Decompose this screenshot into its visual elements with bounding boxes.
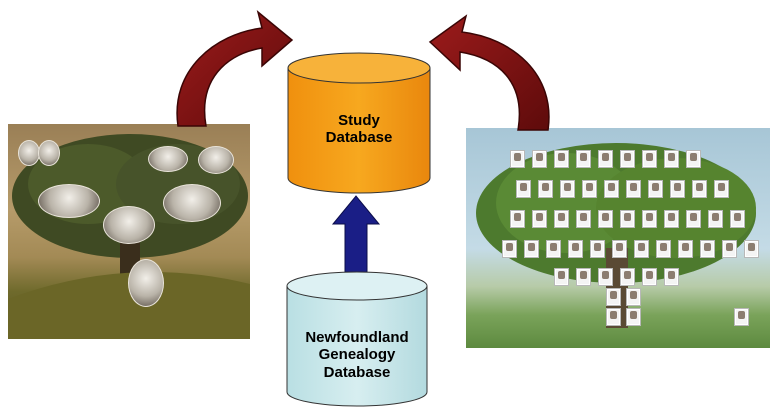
person-card	[700, 240, 715, 258]
up-arrow	[331, 195, 381, 273]
newfoundland-database-line2: Genealogy	[318, 346, 396, 364]
person-card	[714, 180, 729, 198]
person-card	[576, 268, 591, 286]
person-card	[546, 240, 561, 258]
study-database-line1: Study	[338, 112, 380, 129]
person-card	[576, 210, 591, 228]
person-card	[516, 180, 531, 198]
person-card	[598, 150, 613, 168]
person-card	[730, 210, 745, 228]
person-card	[502, 240, 517, 258]
person-card	[642, 210, 657, 228]
person-card	[538, 180, 553, 198]
person-card	[510, 150, 525, 168]
portrait	[38, 184, 100, 218]
tree-illustration-left	[8, 134, 250, 339]
study-database-label: Study Database	[300, 112, 418, 147]
person-card	[606, 308, 621, 326]
person-card	[664, 150, 679, 168]
person-card	[722, 240, 737, 258]
curved-arrow-left	[176, 9, 294, 127]
person-card	[626, 308, 641, 326]
person-card	[612, 240, 627, 258]
person-card	[642, 150, 657, 168]
person-card	[708, 210, 723, 228]
person-card	[648, 180, 663, 198]
person-card	[532, 150, 547, 168]
person-card	[568, 240, 583, 258]
person-card	[524, 240, 539, 258]
person-card	[560, 180, 575, 198]
newfoundland-database-cylinder	[286, 271, 428, 407]
person-card	[554, 210, 569, 228]
person-card	[620, 268, 635, 286]
study-database-line2: Database	[325, 129, 393, 147]
person-card	[642, 268, 657, 286]
person-card	[686, 150, 701, 168]
person-card	[656, 240, 671, 258]
portrait	[163, 184, 221, 222]
person-card	[664, 268, 679, 286]
person-card	[620, 210, 635, 228]
portrait	[38, 140, 60, 166]
person-card	[678, 240, 693, 258]
person-card	[670, 180, 685, 198]
newfoundland-database-line3: Database	[323, 363, 391, 381]
person-card	[576, 150, 591, 168]
person-card	[626, 288, 641, 306]
person-card	[554, 150, 569, 168]
person-card	[606, 288, 621, 306]
family-tree-photo-left	[8, 124, 250, 339]
person-card	[590, 240, 605, 258]
person-card	[692, 180, 707, 198]
person-card	[686, 210, 701, 228]
study-database-cylinder	[287, 52, 431, 194]
person-card	[532, 210, 547, 228]
person-card	[634, 240, 649, 258]
person-card	[744, 240, 759, 258]
newfoundland-database-line1: Newfoundland	[305, 329, 409, 346]
portrait	[148, 146, 188, 172]
person-card	[598, 268, 613, 286]
person-card	[626, 180, 641, 198]
person-card	[582, 180, 597, 198]
person-card	[554, 268, 569, 286]
person-card	[510, 210, 525, 228]
newfoundland-database-label: Newfoundland Genealogy Database	[290, 329, 424, 381]
person-card	[620, 150, 635, 168]
person-card	[734, 308, 749, 326]
family-tree-photo-right	[466, 128, 770, 348]
person-card	[598, 210, 613, 228]
portrait	[128, 259, 164, 307]
person-card	[604, 180, 619, 198]
portrait	[103, 206, 155, 244]
curved-arrow-right	[428, 14, 550, 131]
person-card	[664, 210, 679, 228]
portrait	[198, 146, 234, 174]
